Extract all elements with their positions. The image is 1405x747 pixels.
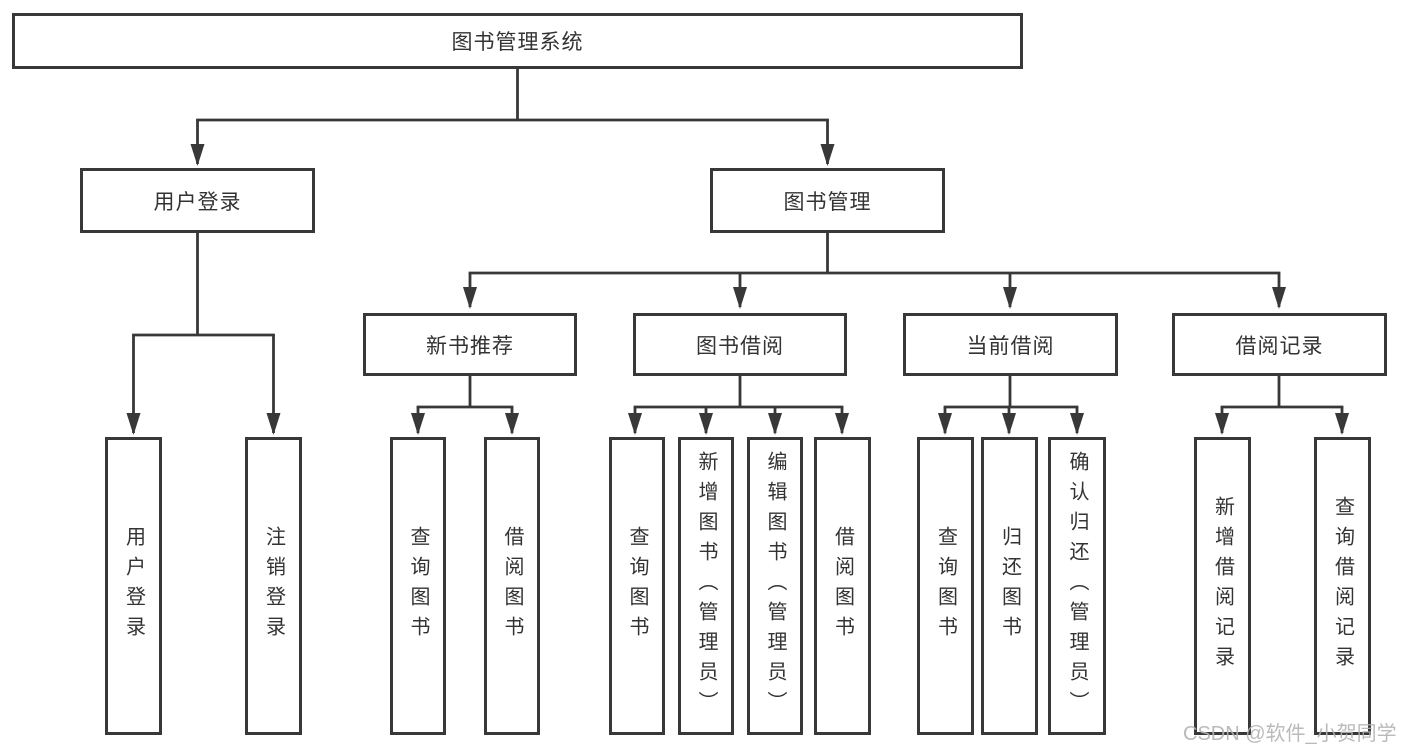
node-current-borrowing: 当前借阅 (903, 313, 1118, 376)
node-label: 当前借阅 (966, 334, 1055, 358)
node-leaf-add-borrow-record: 新增借阅记录 (1194, 437, 1251, 735)
node-label: 图书借阅 (696, 334, 784, 358)
node-leaf-query-books-borrow: 查询图书 (609, 437, 665, 735)
node-library-management-system: 图书管理系统 (12, 13, 1023, 69)
node-leaf-confirm-return-admin: 确认归还（管理员） (1048, 437, 1106, 735)
node-label: 查询图书 (626, 526, 648, 646)
node-borrowing-records: 借阅记录 (1172, 313, 1387, 376)
node-label: 图书管理 (783, 190, 872, 214)
node-label: 查询图书 (407, 526, 429, 646)
node-label: 确认归还（管理员） (1066, 451, 1088, 721)
node-leaf-logout: 注销登录 (245, 437, 302, 735)
node-label: 注销登录 (262, 526, 285, 646)
node-new-book-recommendation: 新书推荐 (363, 313, 577, 376)
csdn-watermark: CSDN @软件_小贺同学 (1183, 723, 1397, 745)
node-label: 用户登录 (153, 190, 242, 214)
node-label: 借阅图书 (501, 526, 523, 646)
node-leaf-query-borrow-record: 查询借阅记录 (1314, 437, 1371, 735)
node-leaf-user-login: 用户登录 (105, 437, 162, 735)
node-label: 编辑图书（管理员） (764, 451, 786, 721)
node-label: 查询借阅记录 (1331, 496, 1354, 676)
node-label: 归还图书 (998, 526, 1021, 646)
node-label: 用户登录 (122, 526, 145, 646)
connector-elbows (132, 66, 1344, 409)
node-label: 借阅图书 (831, 526, 854, 646)
node-label: 新增借阅记录 (1211, 496, 1234, 676)
node-leaf-edit-books-admin: 编辑图书（管理员） (747, 437, 803, 735)
node-leaf-add-books-admin: 新增图书（管理员） (678, 437, 734, 735)
node-user-login: 用户登录 (80, 168, 315, 233)
node-book-borrowing: 图书借阅 (633, 313, 847, 376)
node-leaf-query-books-current: 查询图书 (917, 437, 974, 735)
node-label: 查询图书 (934, 526, 957, 646)
node-leaf-borrow-books-recommend: 借阅图书 (484, 437, 540, 735)
node-label: 图书管理系统 (451, 31, 584, 54)
node-label: 借阅记录 (1235, 334, 1324, 358)
node-book-management: 图书管理 (710, 168, 945, 233)
node-leaf-query-books-recommend: 查询图书 (390, 437, 446, 735)
connector-arrows (126, 120, 1349, 435)
node-leaf-borrow-books: 借阅图书 (814, 437, 871, 735)
node-label: 新书推荐 (426, 334, 514, 358)
node-label: 新增图书（管理员） (695, 451, 717, 721)
node-leaf-return-books: 归还图书 (981, 437, 1038, 735)
